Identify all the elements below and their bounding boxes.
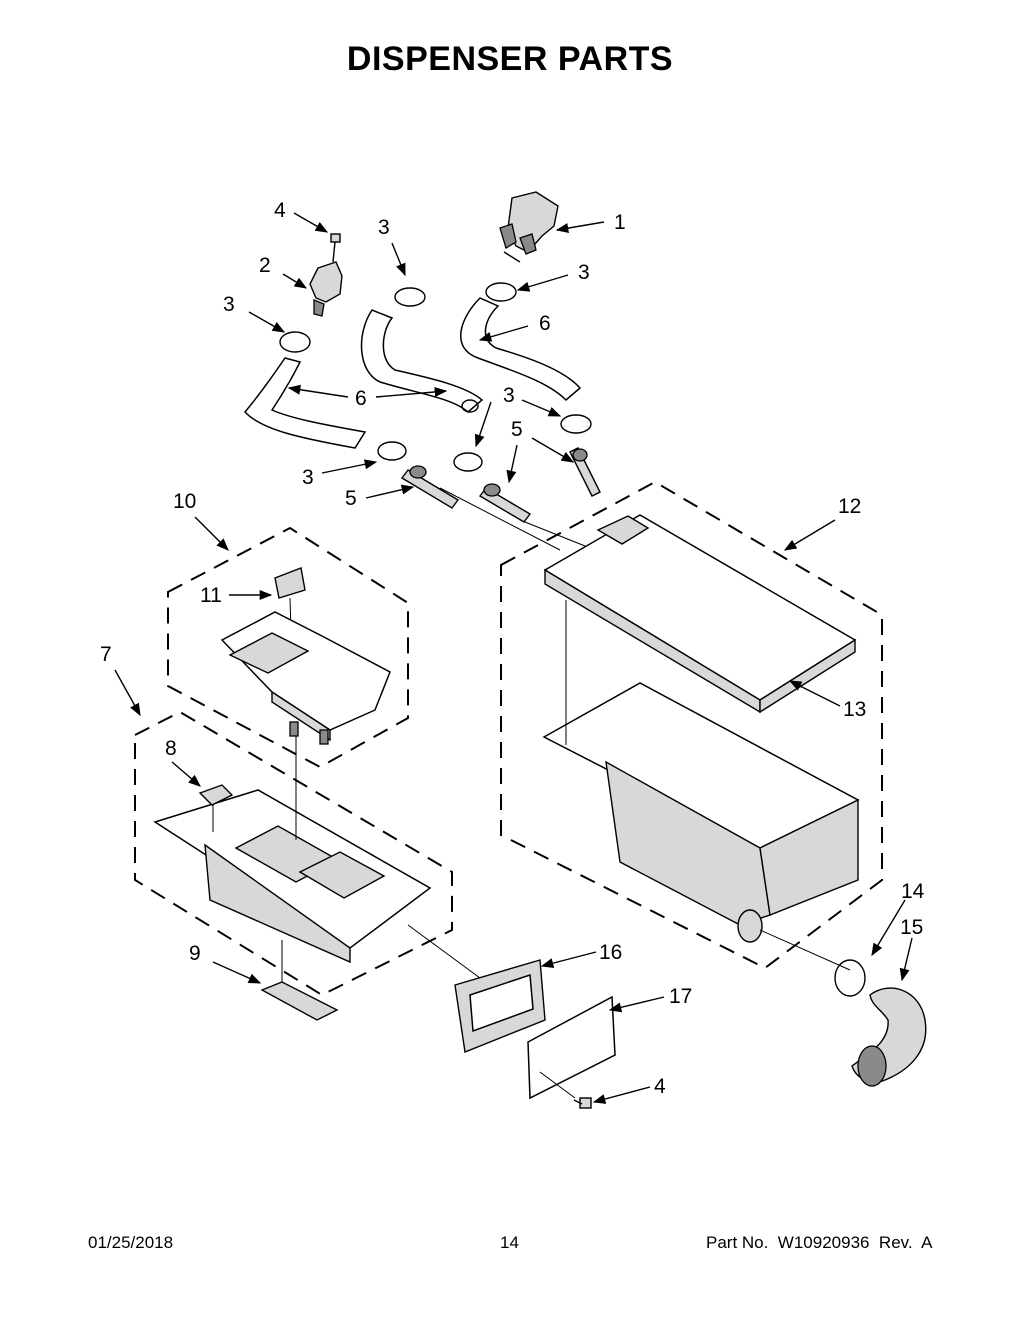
callout-3e: 3	[302, 466, 314, 489]
part-17-panel	[527, 995, 616, 1100]
callout-17: 17	[669, 985, 692, 1008]
part-9-cap	[260, 940, 339, 1021]
callout-5b: 5	[345, 487, 357, 510]
part-4-screw-top	[330, 233, 341, 263]
callout-3b: 3	[578, 261, 590, 284]
footer-page-number: 14	[500, 1233, 519, 1252]
page-title: DISPENSER PARTS	[346, 40, 674, 78]
part-12-dispenser-cover	[543, 514, 857, 714]
callout-12: 12	[838, 495, 861, 518]
part-1-water-valve-dual	[499, 191, 559, 263]
footer-date: 01/25/2018	[88, 1233, 174, 1252]
callout-1: 1	[614, 211, 626, 234]
callout-13: 13	[843, 698, 866, 721]
part-15-bellows-hose	[851, 987, 927, 1087]
group-7-boundary	[134, 710, 453, 997]
part-10-dispenser-insert	[220, 611, 391, 745]
part-16-drawer-handle-frame	[407, 924, 546, 1053]
callout-11: 11	[200, 584, 222, 607]
callout-3d: 3	[503, 384, 515, 407]
callout-8: 8	[165, 737, 177, 760]
callout-14: 14	[901, 880, 925, 903]
group-12-boundary	[500, 480, 883, 970]
callout-3a: 3	[378, 216, 390, 239]
callout-2: 2	[259, 254, 271, 277]
part-6-hoses	[243, 297, 582, 449]
part-2-water-valve-small	[309, 261, 343, 317]
part-5-tubes	[400, 447, 601, 551]
part-13-dispenser-housing	[542, 600, 860, 971]
part-3-hose-clamps	[279, 282, 866, 997]
callout-5a: 5	[511, 418, 523, 441]
part-8-clip	[198, 784, 234, 832]
part-7-dispenser-drawer	[153, 736, 432, 964]
footer-part-number: Part No. W10920936 Rev. A	[706, 1233, 933, 1252]
callout-6a: 6	[539, 312, 551, 335]
callout-16: 16	[599, 941, 622, 964]
group-10-boundary	[167, 526, 409, 769]
part-4-screw-bottom	[573, 1097, 592, 1109]
callout-9: 9	[189, 942, 201, 965]
callout-15: 15	[900, 916, 923, 939]
callout-4b: 4	[654, 1075, 666, 1098]
callout-6b: 6	[355, 387, 367, 410]
callout-10: 10	[173, 490, 196, 513]
callout-leaders	[114, 212, 913, 1104]
callout-7: 7	[100, 643, 112, 666]
callout-4a: 4	[274, 199, 286, 222]
callout-3c: 3	[223, 293, 235, 316]
